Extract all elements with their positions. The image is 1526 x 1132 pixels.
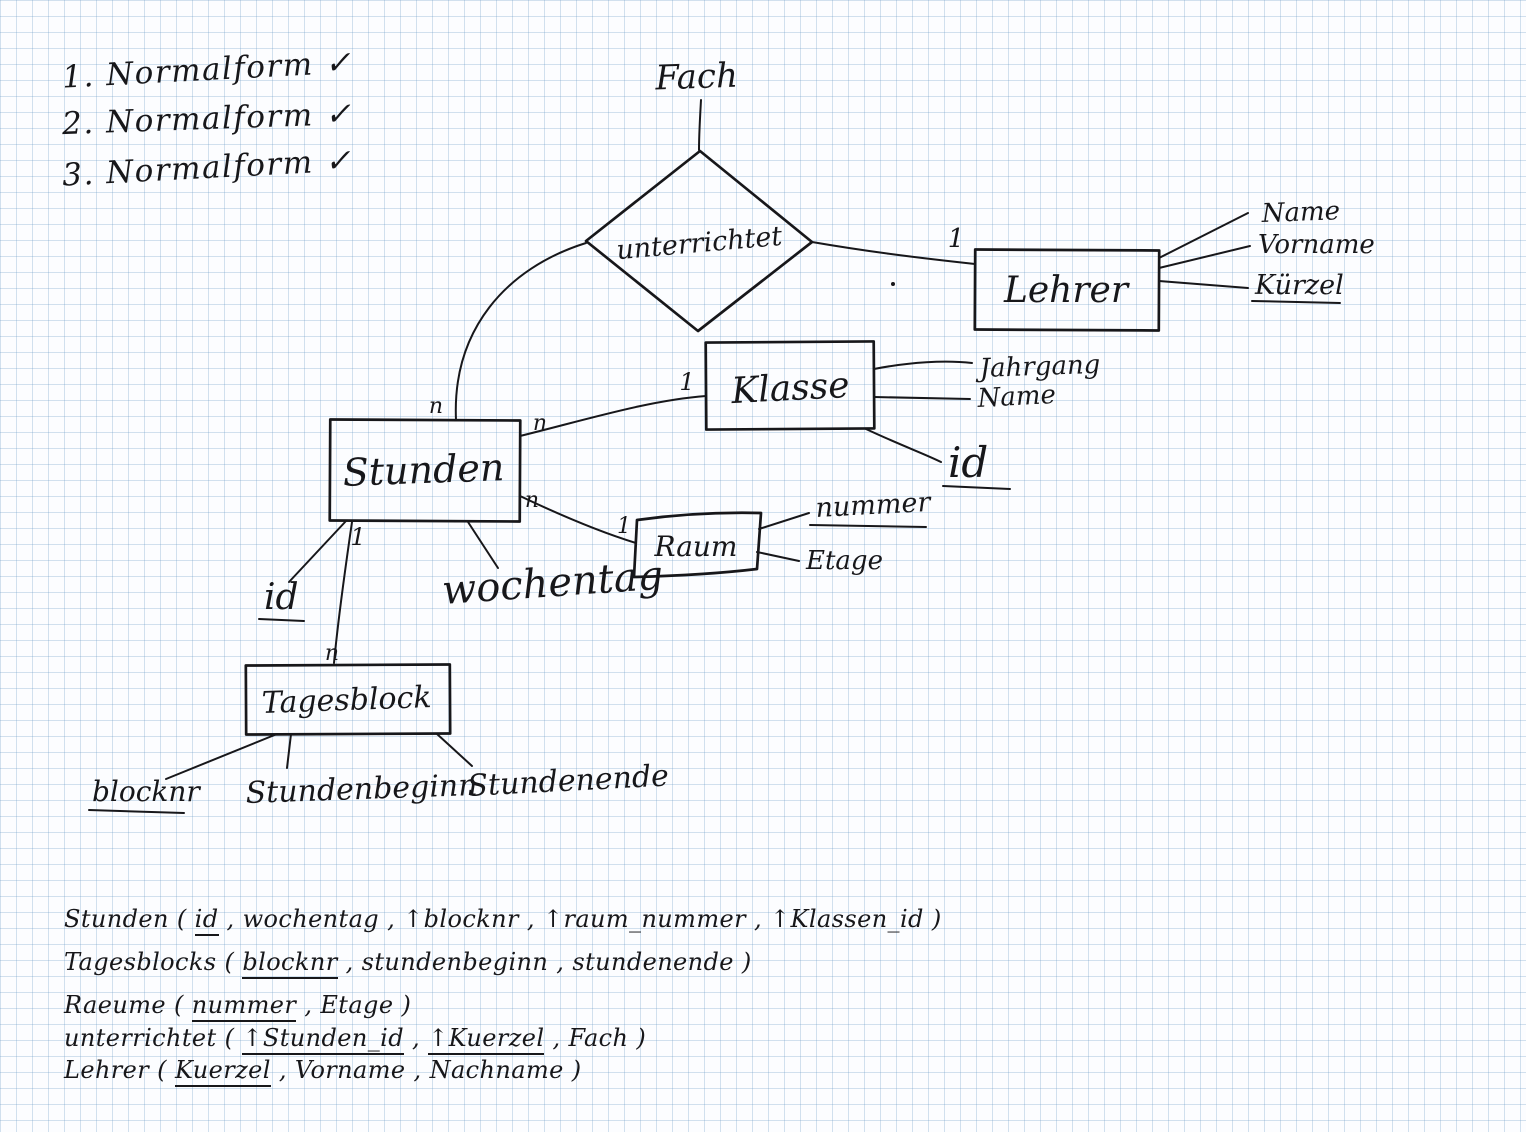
attribute-fach: Fach <box>654 56 739 99</box>
attribute-lehrer-vorname: Vorname <box>1258 230 1375 260</box>
attribute-stunden-wochentag: wochentag <box>440 553 664 614</box>
cardinality-stunden-unterrichtet: n <box>429 394 443 419</box>
cardinality-lehrer: 1 <box>948 224 965 254</box>
connector-klasse-jahrgang <box>873 360 973 370</box>
relationship-label: unterrichtet <box>615 221 783 266</box>
connector-stunden-tagesblock <box>333 521 353 664</box>
entity-klasse-label: Klasse <box>729 365 850 412</box>
connector-lehrer-kuerzel <box>1158 280 1249 289</box>
underline-stunden-id <box>258 618 305 622</box>
attribute-klasse-jahrgang: Jahrgang <box>974 350 1101 384</box>
connector-stunden-id <box>288 520 347 583</box>
connector-tagesblock-ende <box>436 733 473 767</box>
attribute-klasse-name: Name <box>976 380 1057 414</box>
cardinality-stunden-klasse: n <box>533 411 547 436</box>
connector-tagesblock-blocknr <box>165 733 278 780</box>
connector-raum-nummer <box>758 512 810 530</box>
attribute-lehrer-name: Name <box>1260 196 1340 229</box>
connector-unterrichtet-lehrer <box>811 241 976 265</box>
connector-fach-unterrichtet <box>698 99 702 151</box>
entity-lehrer <box>973 248 1161 332</box>
cardinality-tagesblock: n <box>325 641 339 666</box>
cardinality-stunden-tagesblock: 1 <box>350 523 365 551</box>
entity-raum <box>632 511 763 579</box>
connector-stunden-klasse <box>519 395 707 437</box>
entity-tagesblock <box>244 663 452 736</box>
attribute-raum-etage: Etage <box>805 546 883 576</box>
connector-tagesblock-beginn <box>286 733 292 769</box>
entity-stunden <box>328 418 522 523</box>
underline-nummer <box>809 524 927 528</box>
attribute-tagesblock-ende: Stundenende <box>467 758 670 804</box>
connector-stunden-raum <box>519 495 637 544</box>
attribute-klasse-id: id <box>948 438 988 487</box>
attribute-raum-nummer: nummer <box>815 487 933 524</box>
underline-kuerzel <box>1251 300 1341 304</box>
underline-blocknr <box>88 809 185 814</box>
connector-klasse-id <box>865 428 942 463</box>
attribute-tagesblock-beginn: Stundenbeginn <box>245 768 478 811</box>
relationship-diamond-unterrichtet <box>584 149 814 333</box>
stray-dot <box>891 282 895 286</box>
attribute-stunden-id: id <box>264 577 299 618</box>
connector-lehrer-name <box>1158 212 1249 259</box>
connector-raum-etage <box>756 551 800 562</box>
underline-klasse-id <box>942 485 1011 490</box>
attribute-tagesblock-blocknr: blocknr <box>92 775 201 808</box>
cardinality-klasse: 1 <box>679 368 694 396</box>
entity-klasse <box>704 340 876 431</box>
cardinality-stunden-raum: n <box>525 488 539 513</box>
connector-lehrer-vorname <box>1158 245 1251 269</box>
attribute-lehrer-kuerzel: Kürzel <box>1254 270 1344 301</box>
entity-tagesblock-label: Tagesblock <box>261 680 432 721</box>
entity-raum-label: Raum <box>653 530 737 563</box>
entity-stunden-label: Stunden <box>342 445 505 495</box>
entity-lehrer-label: Lehrer <box>1003 270 1130 311</box>
cardinality-raum: 1 <box>617 514 631 539</box>
connector-klasse-name <box>873 396 971 400</box>
connector-stunden-wochentag <box>467 521 499 569</box>
connector-unterrichtet-stunden <box>454 242 587 421</box>
